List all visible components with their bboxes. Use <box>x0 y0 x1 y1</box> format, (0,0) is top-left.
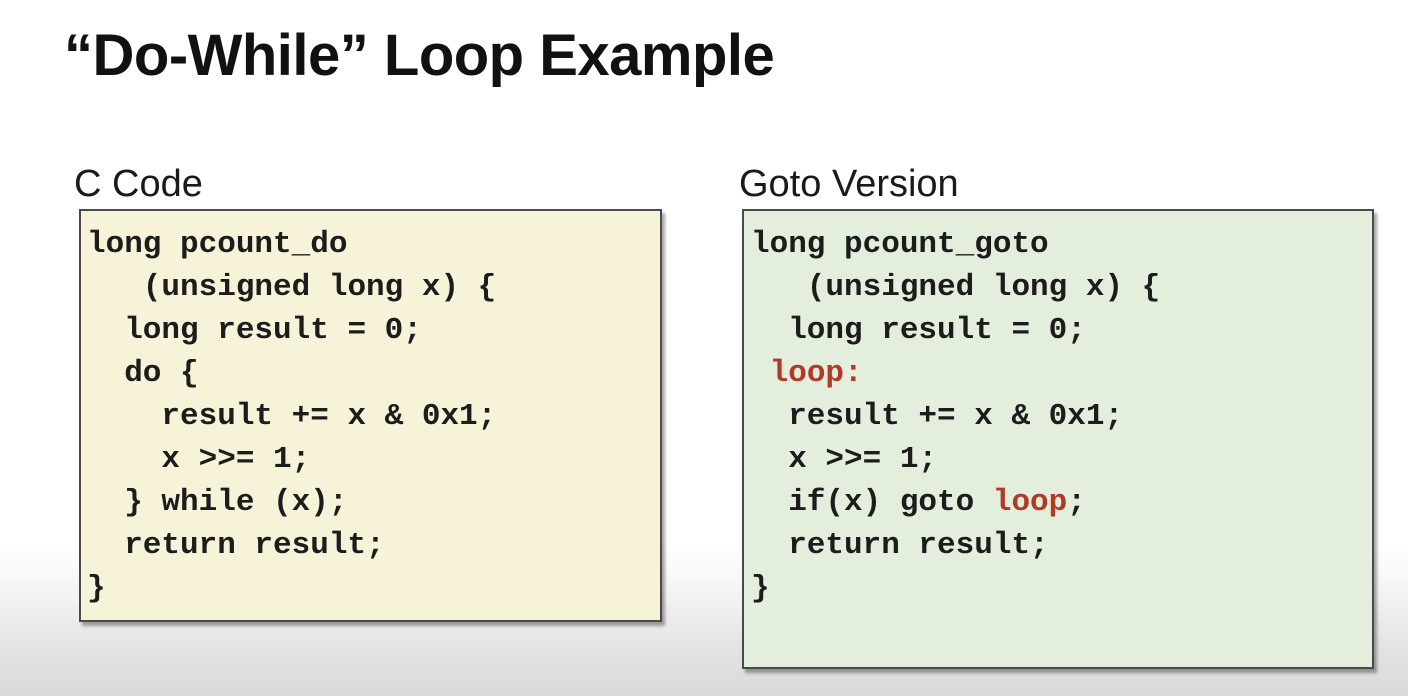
code-line: result += x & 0x1; <box>87 399 497 434</box>
goto-version-block: long pcount_goto (unsigned long x) { lon… <box>742 209 1374 669</box>
code-line: return result; <box>751 528 1049 563</box>
goto-statement: if(x) goto <box>751 485 993 520</box>
code-line: long pcount_do <box>87 227 348 262</box>
c-code-heading: C Code <box>74 163 203 205</box>
code-line: (unsigned long x) { <box>87 270 497 305</box>
loop-label: loop: <box>769 356 863 391</box>
loop-label-line: loop: <box>744 352 1372 395</box>
code-line: long pcount_goto <box>751 227 1049 262</box>
code-line: result += x & 0x1; <box>751 399 1124 434</box>
code-line: (unsigned long x) { <box>751 270 1161 305</box>
code-line: } <box>87 571 106 606</box>
goto-suffix: ; <box>1067 485 1086 520</box>
goto-line: if(x) goto loop; <box>744 481 1372 524</box>
code-line: return result; <box>87 528 385 563</box>
goto-version-heading: Goto Version <box>739 163 959 205</box>
code-line: x >>= 1; <box>87 442 311 477</box>
code-line: } <box>751 571 770 606</box>
code-line: do { <box>87 356 199 391</box>
goto-target: loop <box>992 485 1068 520</box>
c-code-block: long pcount_do (unsigned long x) { long … <box>79 209 662 622</box>
code-line: long result = 0; <box>751 313 1086 348</box>
loop-label-indent <box>751 356 770 391</box>
code-line: } while (x); <box>87 485 348 520</box>
code-line: x >>= 1; <box>751 442 938 477</box>
slide-title: “Do-While” Loop Example <box>64 23 775 88</box>
code-line: long result = 0; <box>87 313 422 348</box>
